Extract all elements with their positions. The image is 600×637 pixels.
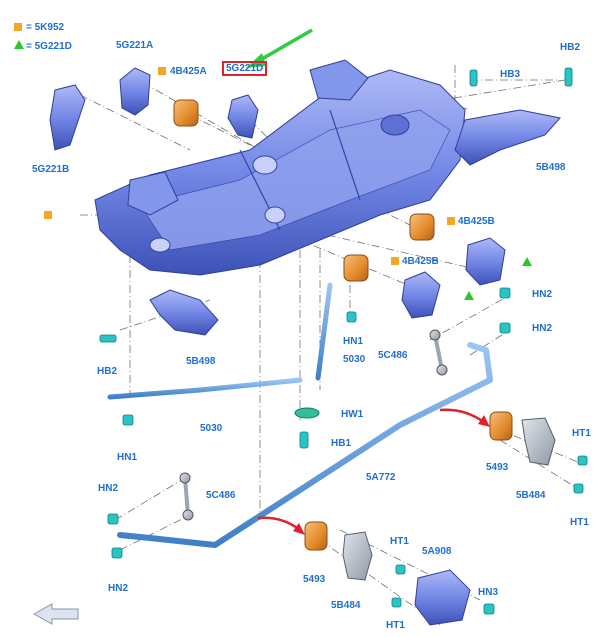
mount-5g221b	[49, 84, 86, 151]
part-label-4b425a[interactable]: 4B425A	[170, 66, 207, 77]
square-marker	[447, 217, 455, 225]
bolt-hb2-top	[564, 67, 573, 87]
part-label-5g221b[interactable]: 5G221B	[32, 164, 70, 175]
tie-bar-5030-lower	[107, 377, 303, 400]
leader-line	[469, 329, 511, 356]
part-label-5a772[interactable]: 5A772	[366, 472, 396, 483]
part-label-5b484-right[interactable]: 5B484	[516, 490, 546, 501]
leader-line	[114, 477, 186, 521]
part-label-ht1-bottom-2[interactable]: HT1	[386, 620, 405, 631]
leader-line	[429, 294, 511, 341]
part-label-5030-mid[interactable]: 5030	[343, 354, 366, 365]
stabilizer-link-5c486-upper	[433, 334, 444, 371]
stabilizer-bushing-5493-bottom	[304, 521, 328, 551]
bolt-ht1-bb	[391, 597, 402, 608]
part-label-5c486-mid[interactable]: 5C486	[378, 350, 408, 361]
leader-line	[454, 65, 471, 111]
part-label-5030-low[interactable]: 5030	[200, 423, 223, 434]
mount-5g221d-top	[227, 94, 259, 139]
washer-hw1	[294, 407, 320, 419]
legend-square-text: = 5K952	[26, 22, 65, 33]
mount-5g221d-right	[465, 237, 506, 286]
part-label-hb1[interactable]: HB1	[331, 438, 352, 449]
nut-hn2-r2	[499, 322, 511, 334]
part-label-5b498-right[interactable]: 5B498	[536, 162, 566, 173]
red-arrow-icon-right	[439, 408, 490, 427]
legend-triangle: = 5G221D	[14, 40, 72, 52]
nut-hn1-left	[122, 414, 134, 426]
bolt-ht1-r1	[577, 455, 588, 466]
bolt-hb3	[469, 69, 478, 87]
square-marker	[158, 67, 166, 75]
bushing-4b425b-right	[409, 213, 435, 241]
nut-hn2-ll	[107, 513, 119, 525]
green-pointer-arrow-icon	[246, 28, 313, 68]
bracket-5b484-right	[521, 417, 556, 466]
part-label-ht1-right-2[interactable]: HT1	[570, 517, 589, 528]
triangle-marker	[464, 291, 474, 300]
bolt-ht1-r2	[573, 483, 584, 494]
part-label-5c486-lower[interactable]: 5C486	[206, 490, 236, 501]
bolt-ht1-b	[395, 564, 406, 575]
square-marker	[44, 211, 52, 219]
nut-hn1-mid	[346, 311, 357, 323]
leader-line	[499, 439, 581, 491]
part-label-ht1-right[interactable]: HT1	[572, 428, 591, 439]
left-arrow-icon[interactable]	[32, 603, 79, 625]
part-label-hb3[interactable]: HB3	[500, 69, 521, 80]
bolt-hb1	[299, 431, 309, 449]
stabilizer-bar-5a772	[117, 342, 493, 548]
tie-bar-5030-vertical	[315, 282, 333, 381]
part-label-hn2-r1[interactable]: HN2	[532, 289, 553, 300]
mount-5g221a	[119, 67, 151, 116]
triangle-markers	[464, 257, 532, 300]
part-label-hn2-lower-left[interactable]: HN2	[98, 483, 119, 494]
bushing-4b425b-mid	[343, 254, 369, 282]
fasteners	[99, 67, 588, 615]
part-label-4b425b-mid[interactable]: 4B425B	[402, 256, 439, 267]
part-label-hb2-left[interactable]: HB2	[97, 366, 118, 377]
legend-triangle-text: = 5G221D	[26, 41, 72, 52]
part-label-5493-bottom[interactable]: 5493	[303, 574, 326, 585]
control-arm-5b498-left	[149, 289, 219, 336]
bracket-5a908	[414, 569, 471, 626]
nut-hn3	[483, 603, 495, 615]
part-label-5493-right[interactable]: 5493	[486, 462, 509, 473]
bolt-hb2-left	[99, 334, 117, 343]
part-label-5b498-left[interactable]: 5B498	[186, 356, 216, 367]
square-markers	[44, 67, 455, 265]
square-marker	[391, 257, 399, 265]
legend-square: = 5K952	[14, 22, 64, 34]
part-label-hn1-mid[interactable]: HN1	[343, 336, 364, 347]
nut-hn2-r1	[499, 287, 511, 299]
leader-line	[79, 94, 191, 151]
part-label-hb2-top[interactable]: HB2	[560, 42, 581, 53]
triangle-marker	[522, 257, 532, 266]
leader-line	[119, 514, 191, 551]
part-label-hn2-r2[interactable]: HN2	[532, 323, 553, 334]
part-label-ht1-bottom[interactable]: HT1	[390, 536, 409, 547]
bracket-5b484-bottom	[342, 531, 373, 581]
part-label-hn2-bottom-left[interactable]: HN2	[108, 583, 129, 594]
nut-hn2-bl	[111, 547, 123, 559]
bushing-4b425a	[173, 99, 199, 127]
part-label-hw1[interactable]: HW1	[341, 409, 364, 420]
stabilizer-bushing-5493-right	[489, 411, 513, 441]
subframe-crossmember	[94, 59, 466, 276]
part-label-5b484-bottom[interactable]: 5B484	[331, 600, 361, 611]
part-label-5g221d-highlighted[interactable]: 5G221D	[222, 61, 268, 76]
mount-5g221d-mid	[401, 271, 441, 319]
triangle-legend-icon	[14, 40, 24, 49]
stabilizer-link-5c486-lower	[183, 477, 190, 516]
part-label-5a908[interactable]: 5A908	[422, 546, 452, 557]
red-arrow-icon-bottom	[257, 516, 305, 535]
square-legend-icon	[14, 23, 22, 31]
control-arm-5b498-right	[454, 109, 561, 166]
part-label-hn1-left[interactable]: HN1	[117, 452, 138, 463]
part-label-hn3[interactable]: HN3	[478, 587, 499, 598]
part-label-4b425b-right[interactable]: 4B425B	[458, 216, 495, 227]
part-label-5g221a[interactable]: 5G221A	[116, 40, 154, 51]
